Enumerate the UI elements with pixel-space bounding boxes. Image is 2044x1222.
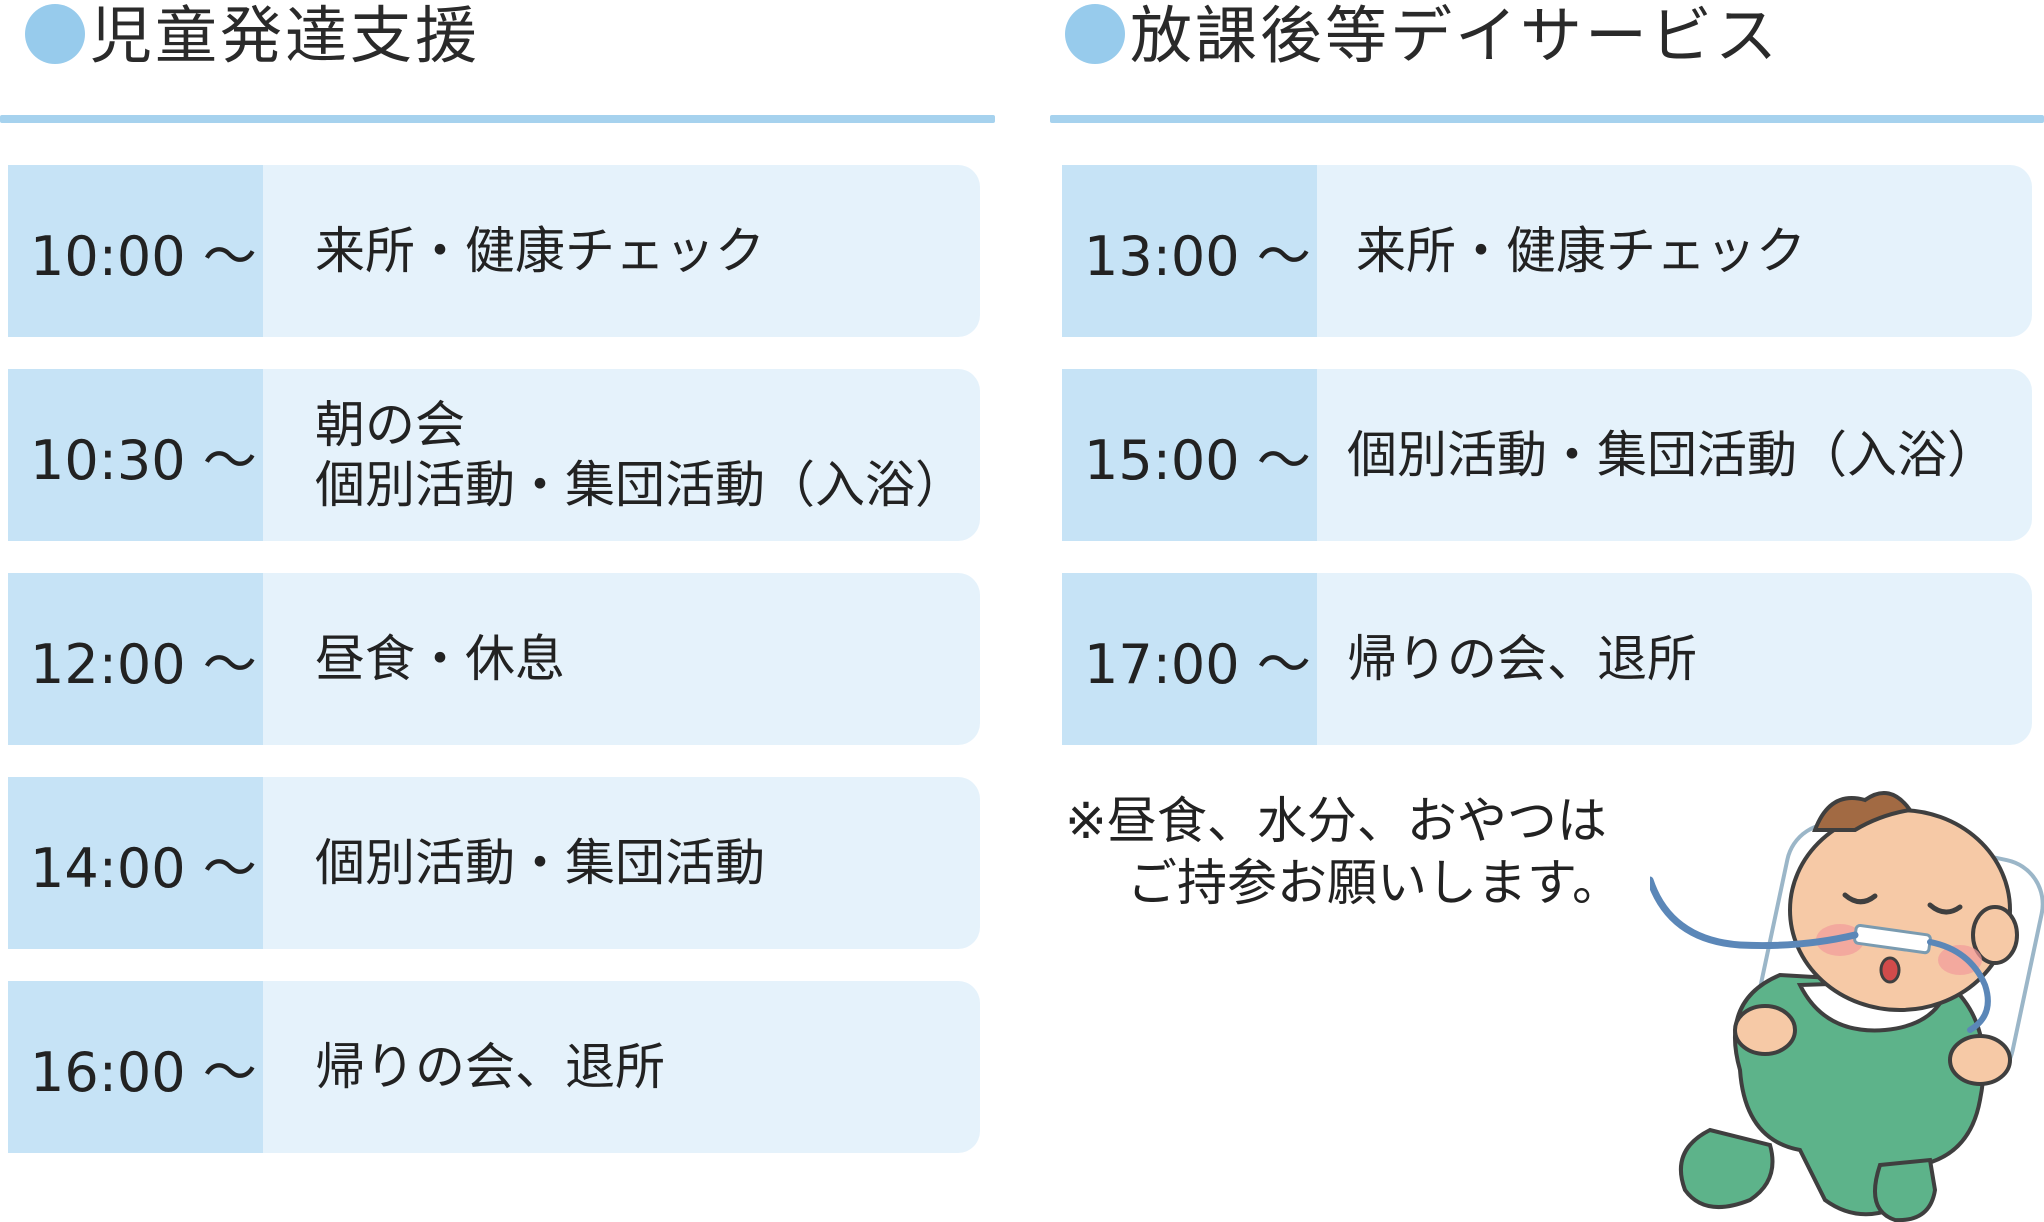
bullet-dot-icon (1065, 4, 1125, 64)
schedule-row: 17:00 〜 帰りの会、退所 (1062, 573, 2032, 745)
activity-line: 個別活動・集団活動 (315, 834, 765, 892)
activity-line: 帰りの会、退所 (315, 1038, 665, 1096)
activity-line: 朝の会 (315, 396, 465, 454)
schedule-time: 17:00 〜 (1062, 573, 1317, 745)
schedule-row: 13:00 〜 来所・健康チェック (1062, 165, 2032, 337)
schedule-time: 12:00 〜 (8, 573, 263, 745)
schedule-row: 14:00 〜 個別活動・集団活動 (8, 777, 980, 949)
schedule-activity: 朝の会 個別活動・集団活動（入浴） (315, 369, 965, 541)
schedule-time: 10:30 〜 (8, 369, 263, 541)
activity-line: 帰りの会、退所 (1347, 630, 1697, 688)
activity-line: 来所・健康チェック (315, 222, 765, 280)
bring-items-note: ※昼食、水分、おやつは ご持参お願いします。 (1065, 790, 1622, 914)
activity-line: 来所・健康チェック (1356, 222, 1806, 280)
schedule-activity: 個別活動・集団活動（入浴） (1347, 369, 1997, 541)
activity-line: 個別活動・集団活動（入浴） (315, 456, 965, 514)
right-section-title: 放課後等デイサービス (1130, 0, 1781, 72)
schedule-time: 15:00 〜 (1062, 369, 1317, 541)
bullet-dot-icon (25, 4, 85, 64)
left-section-divider (0, 115, 995, 123)
schedule-row: 10:00 〜 来所・健康チェック (8, 165, 980, 337)
schedule-time: 14:00 〜 (8, 777, 263, 949)
note-line: ご持参お願いします。 (1127, 854, 1622, 912)
schedule-activity: 帰りの会、退所 (1347, 573, 1697, 745)
schedule-activity: 個別活動・集団活動 (315, 777, 765, 949)
left-section-title: 児童発達支援 (90, 0, 481, 72)
schedule-activity: 来所・健康チェック (315, 165, 765, 337)
note-line: ※昼食、水分、おやつは (1065, 792, 1607, 850)
schedule-row: 16:00 〜 帰りの会、退所 (8, 981, 980, 1153)
schedule-activity: 昼食・休息 (315, 573, 565, 745)
activity-line: 個別活動・集団活動（入浴） (1347, 426, 1997, 484)
right-section-divider (1050, 115, 2044, 123)
schedule-activity: 来所・健康チェック (1356, 165, 1806, 337)
activity-line: 昼食・休息 (315, 630, 565, 688)
schedule-time: 13:00 〜 (1062, 165, 1317, 337)
schedule-row: 15:00 〜 個別活動・集団活動（入浴） (1062, 369, 2032, 541)
schedule-activity: 帰りの会、退所 (315, 981, 665, 1153)
schedule-time: 16:00 〜 (8, 981, 263, 1153)
schedule-row: 12:00 〜 昼食・休息 (8, 573, 980, 745)
schedule-time: 10:00 〜 (8, 165, 263, 337)
schedule-row: 10:30 〜 朝の会 個別活動・集団活動（入浴） (8, 369, 980, 541)
sleeping-baby-icon (1650, 790, 2044, 1222)
